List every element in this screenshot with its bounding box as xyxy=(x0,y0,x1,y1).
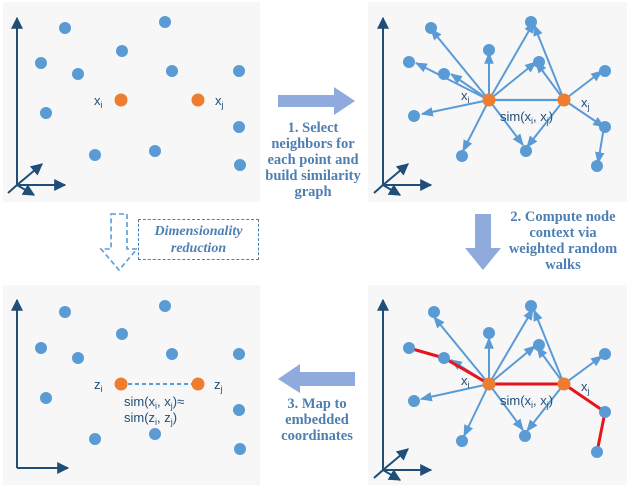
label-xi-top-right: xi xyxy=(461,88,470,105)
label-xj-top-left: xj xyxy=(215,93,224,110)
axes-top-left xyxy=(7,16,67,196)
arrow-dimensionality-reduction xyxy=(99,213,139,272)
label-sim-xi-xj-bottom: sim(xi, xj) xyxy=(500,393,553,410)
axes-bottom-right xyxy=(373,298,433,481)
random-walk-path xyxy=(407,346,607,454)
point-zi xyxy=(114,377,128,391)
step2-caption: 2. Compute node context via weighted ran… xyxy=(508,209,618,273)
node-xj-bottom xyxy=(557,377,571,391)
point-xj xyxy=(191,93,205,107)
step1-caption: 1. Select neighbors for each point and b… xyxy=(265,120,361,200)
axes-top-right xyxy=(373,16,433,196)
point-xi xyxy=(114,93,128,107)
arrow-step2-down xyxy=(465,214,501,270)
graph-edges-bottom xyxy=(419,307,603,438)
label-sim-zi-zj: sim(zi, zj) xyxy=(124,410,177,427)
arrow-step3-left xyxy=(278,364,355,393)
panel-original-space xyxy=(3,2,260,202)
label-zj: zj xyxy=(214,377,223,394)
label-xi-bottom-right: xi xyxy=(461,373,470,390)
step3-caption: 3. Map to embedded coordinates xyxy=(281,396,353,444)
graph-edges-top xyxy=(414,20,605,165)
node-xj-top xyxy=(557,93,571,107)
label-zi: zi xyxy=(94,377,103,394)
dimensionality-reduction-box: Dimensionality reduction xyxy=(138,219,259,260)
graph-nodes-bottom xyxy=(403,300,611,458)
node-xi-bottom xyxy=(482,377,496,391)
label-xj-top-right: xj xyxy=(581,95,590,112)
graph-nodes-top xyxy=(403,16,611,172)
node-xi-top xyxy=(482,93,496,107)
point-zj xyxy=(191,377,205,391)
panel-similarity-graph xyxy=(368,2,627,202)
label-sim-xi-xj-top: sim(xi, xj) xyxy=(500,109,553,126)
arrow-step1-right xyxy=(278,87,355,115)
label-sim-xi-xj-approx: sim(xi, xj)≈ xyxy=(124,394,184,411)
points-embedded-space xyxy=(35,300,246,455)
label-xj-bottom-right: xj xyxy=(581,379,590,396)
axes-bottom-left xyxy=(11,298,70,474)
label-xi-top-left: xi xyxy=(94,93,103,110)
points-original-space xyxy=(35,16,246,171)
